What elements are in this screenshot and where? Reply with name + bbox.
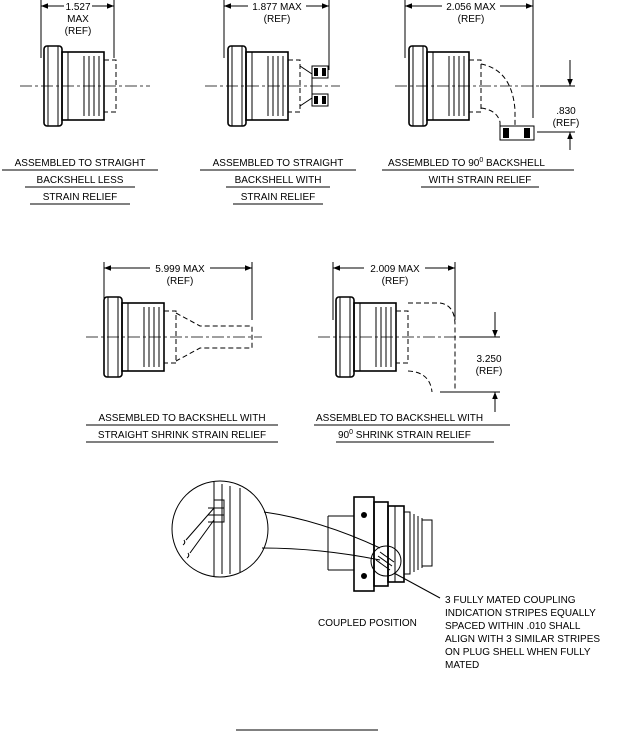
stripe-note-line-4: ALIGN WITH 3 SIMILAR STRIPES bbox=[445, 634, 600, 645]
stripe-note-line-2: INDICATION STRIPES EQUALLY bbox=[445, 608, 596, 619]
dim-2056-value: 2.056 MAX bbox=[446, 2, 496, 13]
dim-1527-max: MAX bbox=[67, 14, 89, 25]
dim-2056-ref: (REF) bbox=[458, 14, 485, 25]
stripe-note-line-6: MATED bbox=[445, 660, 479, 671]
stripe-callout-circle bbox=[370, 545, 402, 577]
caption-line-1: ASSEMBLED TO BACKSHELL WITH bbox=[98, 413, 265, 424]
caption-line-2: 900 SHRINK STRAIN RELIEF bbox=[338, 429, 471, 441]
view-90-shrink-strain-relief: 2.009 MAX (REF) 3.250 (REF) ASSEMBLED TO… bbox=[314, 262, 510, 443]
dim-830-value: .830 bbox=[556, 106, 576, 117]
dim-830-ref: (REF) bbox=[553, 118, 580, 129]
caption-line-3: STRAIN RELIEF bbox=[241, 192, 315, 203]
caption-line-1: ASSEMBLED TO STRAIGHT bbox=[15, 158, 146, 169]
caption-line-1: ASSEMBLED TO BACKSHELL WITH bbox=[316, 413, 483, 424]
dim-5999-value: 5.999 MAX bbox=[155, 264, 205, 275]
dim-1877-value: 1.877 MAX bbox=[252, 2, 302, 13]
dim-1877-ref: (REF) bbox=[264, 14, 291, 25]
coupled-position-label: COUPLED POSITION bbox=[318, 618, 417, 629]
caption-line-2: STRAIGHT SHRINK STRAIN RELIEF bbox=[98, 430, 266, 441]
view-straight-backshell-with-strain-relief: 1.877 MAX (REF) ASSEMBLED TO STRAIGHT BA… bbox=[200, 0, 356, 205]
dim-5999-ref: (REF) bbox=[167, 276, 194, 287]
dim-3250-value: 3.250 bbox=[476, 354, 501, 365]
stripe-note-line-1: 3 FULLY MATED COUPLING bbox=[445, 595, 576, 606]
view-straight-backshell-less: 1.527 MAX (REF) ASSEMBLED TO STRAIGHT BA… bbox=[2, 0, 158, 205]
stripe-note-line-3: SPACED WITHIN .010 SHALL bbox=[445, 621, 581, 632]
caption-line-2: BACKSHELL LESS bbox=[37, 175, 124, 186]
dim-2009-ref: (REF) bbox=[382, 276, 409, 287]
view-straight-shrink-strain-relief: 5.999 MAX (REF) ASSEMBLED TO BACKSHELL W… bbox=[86, 262, 278, 443]
caption-line-2: WITH STRAIN RELIEF bbox=[429, 175, 532, 186]
dim-1527-ref: (REF) bbox=[65, 26, 92, 37]
dim-3250-ref: (REF) bbox=[476, 366, 503, 377]
view-coupled-position: COUPLED POSITION 3 FULLY MATED COUPLING … bbox=[171, 480, 600, 671]
caption-line-1: ASSEMBLED TO 900 BACKSHELL bbox=[388, 157, 545, 169]
caption-line-3: STRAIN RELIEF bbox=[43, 192, 117, 203]
view-90-backshell-with-strain-relief: 2.056 MAX (REF) .830 (REF) ASSEMBLED TO … bbox=[382, 0, 580, 188]
stripe-note-line-5: ON PLUG SHELL WHEN FULLY bbox=[445, 647, 591, 658]
dim-1527-value: 1.527 bbox=[65, 2, 90, 13]
caption-line-1: ASSEMBLED TO STRAIGHT bbox=[213, 158, 344, 169]
dim-2009-value: 2.009 MAX bbox=[370, 264, 420, 275]
caption-line-2: BACKSHELL WITH bbox=[235, 175, 322, 186]
detail-circle bbox=[171, 480, 269, 578]
